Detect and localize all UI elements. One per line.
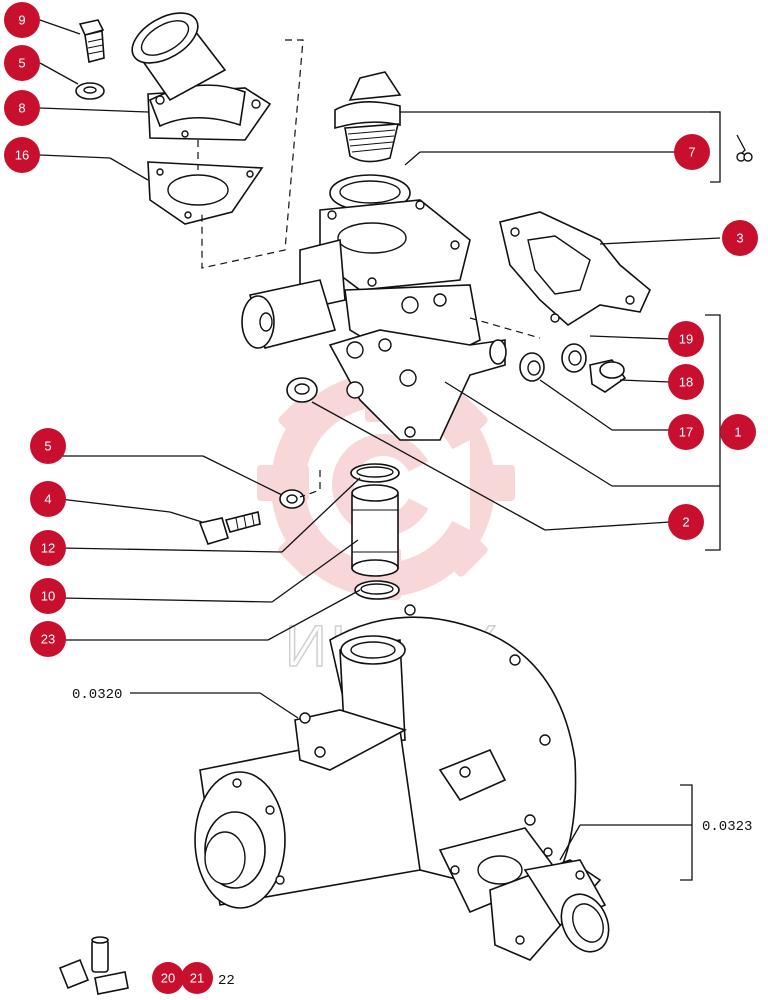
seal-ring-7 <box>329 174 411 212</box>
callout-20[interactable]: 20 <box>152 962 184 994</box>
svg-text:20: 20 <box>161 971 175 986</box>
thermostat-housing <box>241 199 507 441</box>
plug-2 <box>286 377 318 403</box>
assembly-guide-dashed <box>201 39 304 269</box>
svg-text:10: 10 <box>41 589 55 604</box>
svg-text:8: 8 <box>18 101 25 116</box>
callout-19[interactable]: 19 <box>668 321 704 357</box>
callout-21[interactable]: 21 <box>181 962 213 994</box>
bolt-4 <box>198 511 261 545</box>
drain-plug-18 <box>589 359 627 393</box>
svg-text:4: 4 <box>44 492 51 507</box>
gasket-16 <box>147 161 264 225</box>
callout-16[interactable]: 16 <box>4 137 40 173</box>
callout-18[interactable]: 18 <box>668 364 704 400</box>
watermark-logo <box>257 370 515 600</box>
outlet-elbow-8 <box>131 12 272 141</box>
o-ring-23 <box>354 580 400 600</box>
repair-kit-icon <box>58 936 129 995</box>
water-pump-body <box>194 604 577 909</box>
washer-5-top <box>75 82 105 100</box>
ref-0320[interactable]: 0.0320 <box>72 687 122 703</box>
callout-8[interactable]: 8 <box>4 90 40 126</box>
guide-to-gasket3 <box>469 317 541 339</box>
svg-text:23: 23 <box>41 632 55 647</box>
connecting-pipe-10 <box>351 484 399 577</box>
callout-17[interactable]: 17 <box>668 414 704 450</box>
svg-text:12: 12 <box>41 541 55 556</box>
callout-4[interactable]: 4 <box>30 481 66 517</box>
callout-3[interactable]: 3 <box>722 220 758 256</box>
svg-text:5: 5 <box>18 56 25 71</box>
callout-2[interactable]: 2 <box>668 504 704 540</box>
guide-bolt4 <box>299 470 321 498</box>
callout-1[interactable]: 1 <box>720 414 756 450</box>
callout-7[interactable]: 7 <box>674 134 710 170</box>
svg-text:3: 3 <box>736 231 743 246</box>
callout-5-top[interactable]: 5 <box>4 45 40 81</box>
svg-text:5: 5 <box>44 439 51 454</box>
thermostat-7 <box>334 71 402 163</box>
svg-text:9: 9 <box>18 13 25 28</box>
ref-0323[interactable]: 0.0323 <box>702 819 752 835</box>
svg-text:7: 7 <box>688 145 695 160</box>
svg-text:16: 16 <box>15 148 29 163</box>
svg-text:2: 2 <box>682 515 689 530</box>
bolt-9 <box>78 19 105 64</box>
washer-5-lower <box>279 489 305 509</box>
svg-text:18: 18 <box>679 375 693 390</box>
svg-text:21: 21 <box>190 971 204 986</box>
leader-lines <box>39 19 721 881</box>
svg-text:17: 17 <box>679 425 693 440</box>
o-ring-12 <box>350 463 400 483</box>
ref-22[interactable]: 22 <box>218 973 235 989</box>
washer-19 <box>561 343 587 373</box>
callout-23[interactable]: 23 <box>30 621 66 657</box>
thermostat-option-icon <box>736 134 753 162</box>
outlet-elbow-0323 <box>438 827 610 961</box>
callout-5-lower[interactable]: 5 <box>30 428 66 464</box>
svg-text:19: 19 <box>679 332 693 347</box>
plug-17 <box>519 352 545 382</box>
callout-10[interactable]: 10 <box>30 578 66 614</box>
callout-12[interactable]: 12 <box>30 530 66 566</box>
callout-9[interactable]: 9 <box>4 2 40 38</box>
gasket-3 <box>499 211 651 326</box>
svg-text:1: 1 <box>734 425 741 440</box>
